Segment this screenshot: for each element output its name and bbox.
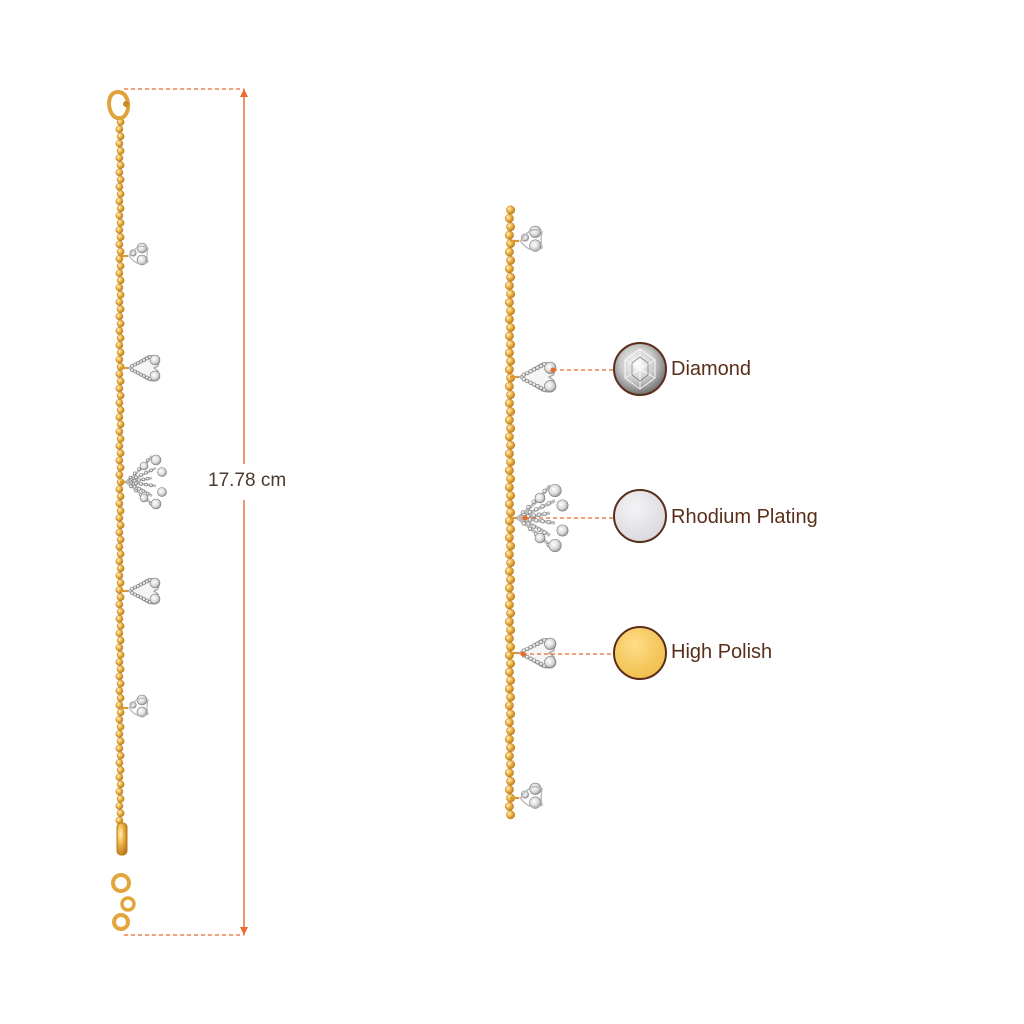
material-label-rhodium: Rhodium Plating <box>671 506 818 528</box>
left-bracelet-chain <box>115 118 125 825</box>
material-label-high-polish: High Polish <box>671 641 773 663</box>
diamond-icon <box>613 342 667 396</box>
gold-swatch <box>613 626 667 680</box>
length-label: 17.78 cm <box>208 470 287 491</box>
clasp-rings <box>111 822 136 931</box>
right-bracelet-charms <box>510 225 569 809</box>
lobster-clasp <box>107 89 131 121</box>
callout-lines <box>520 367 614 657</box>
right-bracelet-chain <box>504 205 516 820</box>
length-dimension <box>124 88 248 936</box>
material-label-diamond: Diamond <box>671 358 752 380</box>
rhodium-swatch <box>613 489 667 543</box>
left-bracelet-charms <box>120 242 167 718</box>
